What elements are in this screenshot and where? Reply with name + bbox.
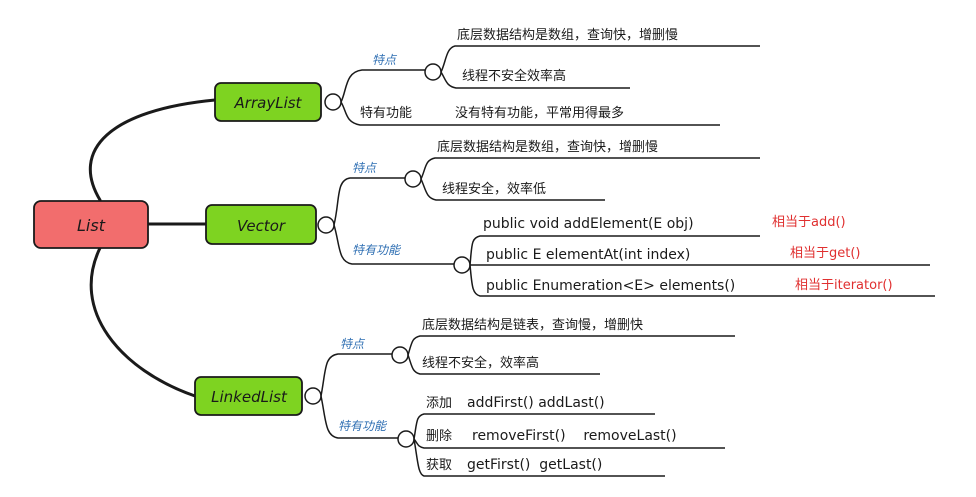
linkedlist-special-label: 特有功能: [338, 419, 388, 433]
root-node-box: [33, 200, 149, 249]
linkedlist-op-1-prefix: 添加: [426, 396, 452, 411]
arraylist-feature-2: 线程不安全效率高: [462, 68, 566, 84]
linkedlist-special-toggle[interactable]: [397, 430, 415, 448]
linkedlist-op-3-methods: getFirst() getLast(): [467, 457, 602, 473]
linkedlist-op-1-methods: addFirst() addLast(): [467, 395, 605, 411]
arraylist-node-box: [214, 82, 322, 122]
arraylist-feature-1: 底层数据结构是数组，查询快，增删慢: [457, 27, 678, 43]
vector-features-line: [333, 177, 405, 226]
arraylist-features-line: [340, 69, 425, 103]
linkedlist-node[interactable]: LinkedList: [194, 376, 303, 416]
linkedlist-op-2-methods: removeFirst() removeLast(): [472, 428, 677, 444]
vector-feature-2: 线程安全，效率低: [442, 181, 546, 197]
vector-method-3-note: 相当于iterator(): [795, 278, 893, 293]
vector-special-line: [333, 224, 455, 265]
linkedlist-ops-mid: [413, 438, 725, 449]
linkedlist-features-line: [320, 353, 392, 397]
arraylist-node[interactable]: ArrayList: [214, 82, 322, 122]
arraylist-node-label: ArrayList: [234, 94, 303, 112]
linkedlist-features-label: 特点: [340, 337, 366, 351]
linkedlist-features-fork: [407, 335, 735, 356]
vector-node[interactable]: Vector: [205, 204, 317, 245]
arraylist-features-label: 特点: [372, 53, 398, 67]
linkedlist-ops-fork: [413, 413, 655, 440]
connector-root-linkedlist: [89, 246, 197, 398]
arraylist-branch: ArrayList 特点 底层数据结构是数组，查询快，增删慢 线程不安全效率高 …: [214, 27, 760, 126]
linkedlist-op-3-prefix: 获取: [426, 458, 452, 473]
linkedlist-feature-1: 底层数据结构是链表，查询慢，增删快: [422, 317, 643, 333]
arraylist-collapse-toggle[interactable]: [324, 93, 342, 111]
root-connectors: [88, 98, 217, 398]
vector-feature-1: 底层数据结构是数组，查询快，增删慢: [437, 139, 658, 155]
linkedlist-branch: LinkedList 特点 底层数据结构是链表，查询慢，增删快 线程不安全，效率…: [194, 317, 735, 477]
vector-special-toggle[interactable]: [453, 256, 471, 274]
vector-method-1-note: 相当于add(): [772, 215, 846, 230]
arraylist-features-toggle[interactable]: [424, 63, 442, 81]
vector-features-fork-2: [420, 178, 605, 201]
arraylist-features-fork: [440, 45, 760, 73]
linkedlist-node-label: LinkedList: [211, 388, 288, 406]
linkedlist-features-toggle[interactable]: [391, 346, 409, 364]
vector-methods-bottom: [469, 264, 935, 297]
linkedlist-collapse-toggle[interactable]: [304, 387, 322, 405]
vector-methods-fork: [469, 235, 760, 266]
vector-method-2: public E elementAt(int index): [486, 247, 690, 263]
linkedlist-special-line: [320, 395, 398, 439]
arraylist-features-fork-2: [440, 71, 630, 89]
vector-method-3: public Enumeration<E> elements(): [486, 278, 735, 294]
vector-special-label: 特有功能: [352, 243, 402, 257]
linkedlist-features-fork-2: [407, 354, 600, 375]
linkedlist-ops-bottom: [413, 438, 665, 477]
vector-method-2-note: 相当于get(): [790, 246, 861, 261]
vector-branch: Vector 特点 底层数据结构是数组，查询快，增删慢 线程安全，效率低 特有功…: [205, 139, 935, 297]
vector-method-1: public void addElement(E obj): [483, 216, 694, 232]
linkedlist-op-2-prefix: 删除: [426, 429, 452, 444]
connector-root-arraylist: [88, 98, 217, 202]
vector-features-toggle[interactable]: [404, 170, 422, 188]
vector-features-label: 特点: [352, 161, 378, 175]
arraylist-special-label: 特有功能: [360, 106, 412, 121]
vector-features-fork: [420, 157, 760, 180]
root-node[interactable]: List: [33, 200, 149, 249]
arraylist-special-text: 没有特有功能，平常用得最多: [455, 105, 624, 121]
vector-node-label: Vector: [237, 217, 286, 235]
vector-collapse-toggle[interactable]: [317, 216, 335, 234]
linkedlist-feature-2: 线程不安全，效率高: [422, 355, 539, 371]
vector-node-box: [205, 204, 317, 245]
linkedlist-node-box: [194, 376, 303, 416]
arraylist-special-line: [340, 101, 440, 126]
root-node-label: List: [77, 216, 106, 235]
